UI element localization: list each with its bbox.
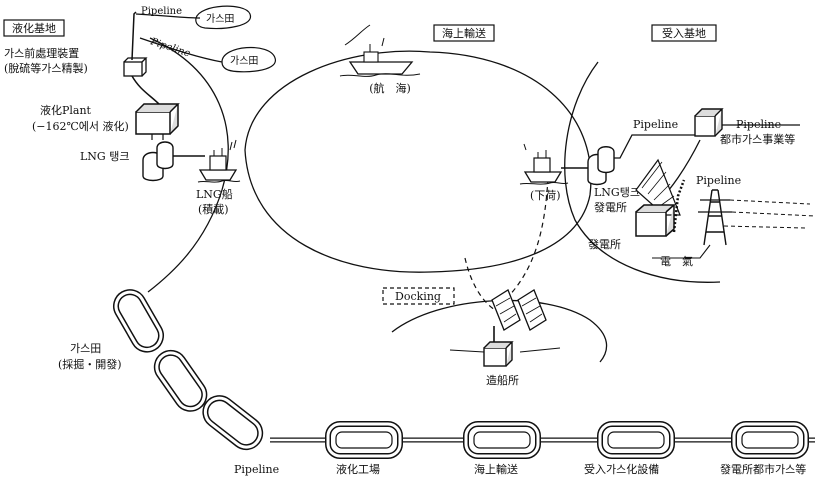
- chain-link-end: [731, 421, 809, 459]
- lng-ship-label-2: (積載): [198, 202, 229, 216]
- header-box-receiving: [651, 24, 717, 42]
- shipyard-building-icon: [449, 326, 561, 367]
- header-box-liquefaction: [3, 19, 65, 37]
- electricity-label: 電 氣: [660, 254, 693, 268]
- docking-box: [382, 287, 455, 305]
- lng-tank-label: LNG 탱크: [80, 150, 129, 163]
- section-headers: 液化基地 海上輸送 受入基地: [3, 19, 717, 42]
- plant-label-1: 液化Plant: [40, 103, 92, 117]
- pipeline-to-field2: [139, 37, 223, 63]
- voyage-label: (航 海): [369, 81, 411, 95]
- header-sea-transport: 海上輸送: [442, 26, 486, 40]
- voyage-circle: [244, 50, 592, 273]
- chain-link-diag-3: [202, 395, 264, 451]
- pipeline-left-label: Pipeline: [633, 118, 678, 131]
- receiving-base: (下荷) LNG탱크 發電所 Pipeline Pipeline 都市가스事業等…: [519, 108, 816, 268]
- pipeline-vertical: [131, 11, 137, 61]
- lng-ship-unloading-icon: [519, 143, 569, 185]
- pipeline-top-label: Pipeline: [141, 6, 182, 17]
- shipyard-label: 造船所: [486, 373, 519, 387]
- pretreatment-label-2: (脫硫等가스精製): [4, 61, 88, 75]
- chain-link-sea: [463, 421, 541, 459]
- shipyard-zone: Docking 造船所: [382, 287, 561, 387]
- lng-tank-icon: [142, 134, 174, 182]
- chain-link-diag-2: [153, 349, 208, 412]
- chain-label-pipeline: Pipeline: [234, 463, 279, 476]
- pretreatment-label-1: 가스前處理裝置: [4, 46, 79, 60]
- liquefaction-plant-icon: [135, 103, 180, 135]
- header-box-sea: [433, 24, 495, 42]
- receiving-tank-icon: [587, 146, 615, 186]
- value-chain: Pipeline 液化工場 海上輸送 受入가스化設備 發電所都市가스等: [113, 289, 815, 476]
- voyage-ship: (航 海): [339, 24, 421, 95]
- vaporizer-unit-icon: [694, 108, 724, 137]
- power-plant-label: 發電所: [588, 237, 621, 251]
- power-plant-icon: [635, 158, 686, 237]
- chain-label-receive: 受入가스化設備: [584, 462, 659, 476]
- transmission-tower-icon: [698, 189, 816, 246]
- plant-label-2: (−162℃에서 液化): [32, 119, 129, 133]
- gas-field-2-blob: [221, 47, 276, 73]
- lng-ship-label-1: LNG船: [196, 187, 233, 201]
- liquefaction-base: 가스前處理裝置 (脫硫等가스精製) Pipeline Pipeline 가스田 …: [4, 5, 276, 216]
- orbit-lines: [147, 37, 721, 363]
- chain-link-plant: [325, 421, 403, 459]
- unloading-label: (下荷): [530, 189, 561, 202]
- chain-label-sea: 海上輸送: [474, 462, 518, 476]
- pipeline-to-plant: [131, 75, 161, 106]
- gas-field-1-blob: [195, 5, 251, 30]
- receiving-tank-label-2: 發電所: [594, 200, 627, 214]
- receiving-tank-label-1: LNG탱크: [594, 186, 640, 199]
- chain-label-plant: 液化工場: [336, 462, 380, 476]
- chain-link-receive: [597, 421, 675, 459]
- gas-field-1-label: 가스田: [206, 13, 234, 25]
- liquefaction-arc: [147, 37, 229, 293]
- chain-link-diag-1: [113, 289, 164, 353]
- pretreatment-unit-icon: [123, 57, 148, 77]
- pipeline-tower-label: Pipeline: [696, 174, 741, 187]
- gas-field-mining-label-2: (採掘・開發): [58, 357, 122, 371]
- receiving-arc: [564, 61, 721, 283]
- gas-field-mining-label-1: 가스田: [70, 342, 101, 355]
- lng-ship-loading-icon: [197, 139, 241, 183]
- pipeline-diag-label: Pipeline: [148, 36, 191, 59]
- header-receiving: 受入基地: [662, 27, 706, 40]
- header-liquefaction: 液化基地: [12, 21, 56, 35]
- city-gas-label: 都市가스事業等: [720, 132, 795, 146]
- pipeline-to-vaporizer: [614, 134, 695, 159]
- chain-label-end: 發電所都市가스等: [720, 462, 806, 476]
- docking-label: Docking: [395, 290, 441, 303]
- gas-field-2-label: 가스田: [230, 55, 258, 67]
- shipyard-arc: [391, 299, 608, 363]
- voyage-ship-icon: [348, 61, 414, 75]
- power-line-base: [652, 244, 711, 259]
- docking-dashed-line: [464, 177, 549, 311]
- dock-icon: [491, 289, 547, 331]
